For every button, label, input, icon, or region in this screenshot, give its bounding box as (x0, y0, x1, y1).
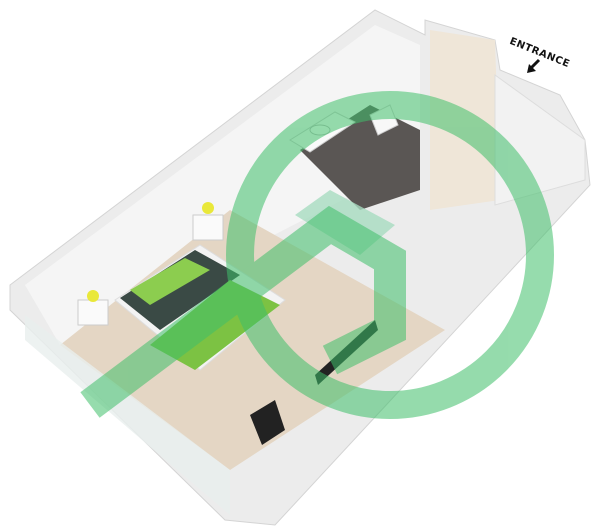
lamp-right (202, 202, 214, 214)
glass-front (25, 315, 230, 515)
watermark-logo (80, 91, 554, 419)
wall-top (25, 25, 420, 345)
arrow-down-left-icon (527, 58, 541, 73)
pillows (130, 258, 210, 305)
lamp-left (87, 290, 99, 302)
armchair (250, 400, 285, 445)
nightstand-left (77, 299, 109, 326)
nightstand-right (192, 214, 224, 241)
